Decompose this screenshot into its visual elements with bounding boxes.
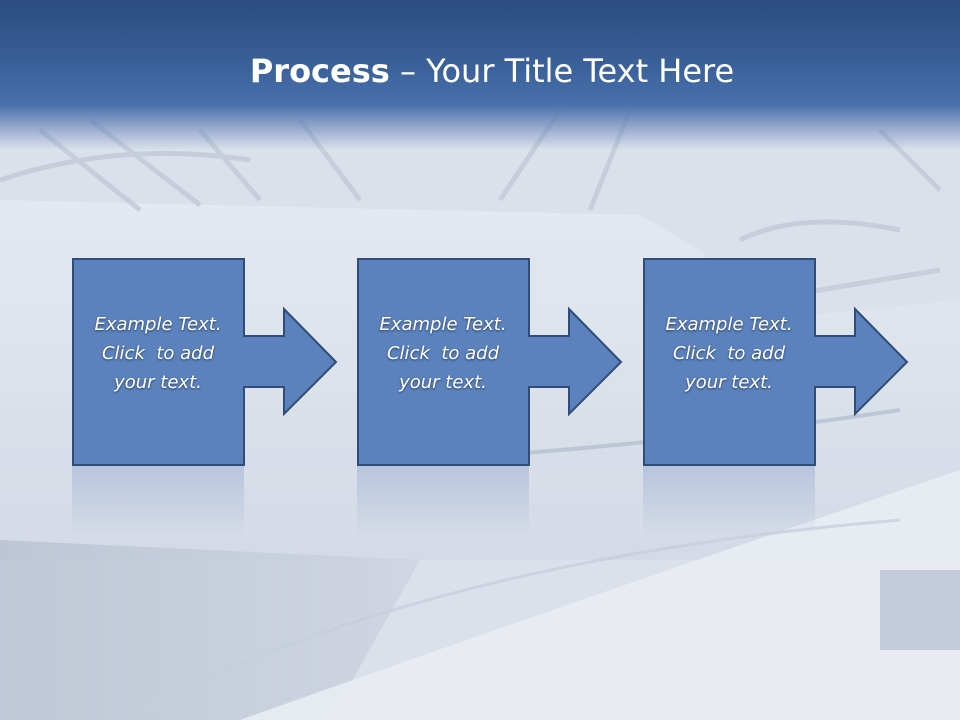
right-arrow-icon (357, 258, 623, 466)
step-line: Click to add (386, 343, 499, 364)
process-step-2[interactable]: Example Text. Click to add your text. (357, 258, 627, 474)
step-reflection (643, 466, 815, 536)
right-arrow-icon (72, 258, 338, 466)
right-arrow-icon (643, 258, 909, 466)
step-line: your text. (399, 372, 487, 393)
title-bold: Process (249, 52, 390, 90)
step-line: Example Text. (665, 314, 793, 335)
step-reflection (72, 466, 244, 536)
step-text: Example Text. Click to add your text. (357, 310, 529, 397)
step-line: Click to add (672, 343, 785, 364)
step-text: Example Text. Click to add your text. (643, 310, 815, 397)
step-text: Example Text. Click to add your text. (72, 310, 244, 397)
step-line: Example Text. (379, 314, 507, 335)
step-reflection (357, 466, 529, 536)
step-line: your text. (114, 372, 202, 393)
step-line: Click to add (101, 343, 214, 364)
process-step-1[interactable]: Example Text. Click to add your text. (72, 258, 342, 474)
slide-title[interactable]: Process – Your Title Text Here (0, 52, 960, 90)
step-line: Example Text. (94, 314, 222, 335)
title-rest: – Your Title Text Here (389, 52, 735, 90)
title-bar (0, 0, 960, 150)
step-line: your text. (685, 372, 773, 393)
process-step-3[interactable]: Example Text. Click to add your text. (643, 258, 913, 474)
